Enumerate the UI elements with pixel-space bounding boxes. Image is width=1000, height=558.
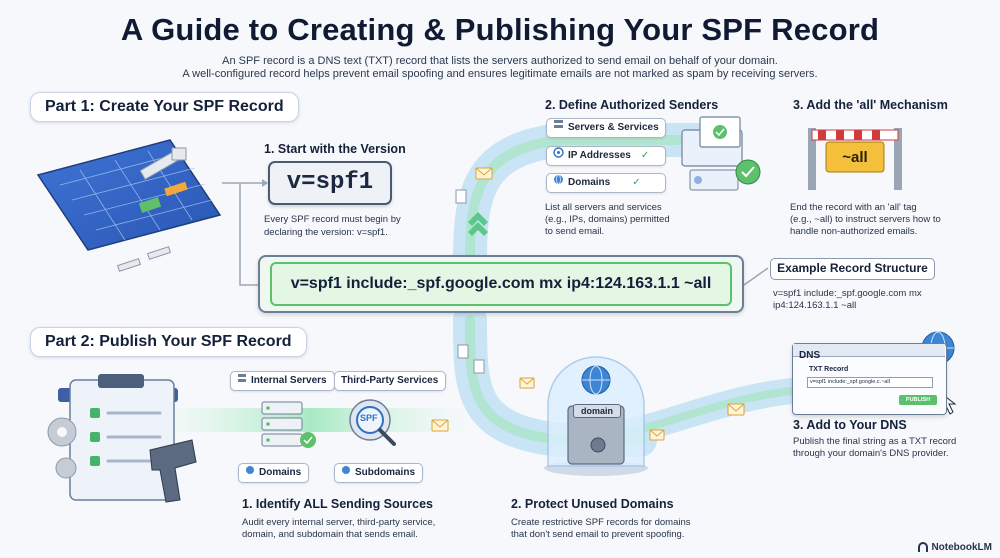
example-record-line1: v=spf1 include:_spf.google.com mx bbox=[773, 288, 922, 299]
source-label-text: Domains bbox=[259, 467, 302, 479]
check-icon: ✓ bbox=[632, 177, 641, 189]
all-tag: ~all bbox=[842, 149, 868, 166]
sender-item-label: Domains bbox=[568, 177, 611, 189]
spf-gear-label: SPF bbox=[360, 413, 378, 423]
brand-name: NotebookLM bbox=[931, 542, 992, 553]
page-subtitle-line1: An SPF record is a DNS text (TXT) record… bbox=[222, 55, 778, 67]
sender-item-servers: Servers & Services bbox=[546, 118, 666, 138]
part2-step1-desc-line2: domain, and subdomain that sends email. bbox=[242, 529, 418, 540]
example-record-title: Example Record Structure bbox=[770, 258, 935, 280]
source-label-text: Internal Servers bbox=[251, 375, 327, 387]
step3-title: 3. Add the 'all' Mechanism bbox=[793, 98, 948, 112]
spf-record-string: v=spf1 include:_spf.google.com mx ip4:12… bbox=[270, 262, 732, 306]
step1-title: 1. Start with the Version bbox=[264, 142, 406, 156]
clipboard-icon bbox=[47, 374, 197, 503]
notebooklm-logo-icon bbox=[918, 542, 929, 553]
source-label-subdomains: Subdomains bbox=[334, 463, 424, 483]
data-stream bbox=[150, 408, 470, 432]
part2-step1-desc-line1: Audit every internal server, third-party… bbox=[242, 517, 436, 528]
step2-desc-line3: to send email. bbox=[545, 226, 605, 237]
part2-step2-desc-line1: Create restrictive SPF records for domai… bbox=[511, 517, 691, 528]
network-icon bbox=[553, 147, 564, 164]
part2-step3-desc-line1: Publish the final string as a TXT record bbox=[793, 436, 957, 447]
vault-icon bbox=[544, 356, 648, 476]
version-tag: v=spf1 bbox=[268, 161, 392, 205]
part2-step3-desc-line2: through your domain's DNS provider. bbox=[793, 448, 949, 459]
chevron-up-icon bbox=[468, 212, 488, 236]
globe-icon bbox=[553, 174, 564, 191]
step3-desc-line3: handle non-authorized emails. bbox=[790, 226, 918, 237]
magnifier-gear-icon bbox=[349, 399, 396, 446]
txt-record-field[interactable]: v=spf1 include:_spf.google.c.~all bbox=[807, 377, 933, 388]
source-label-text: Subdomains bbox=[355, 467, 416, 479]
certificate-icon bbox=[681, 116, 761, 191]
brand-watermark: NotebookLM bbox=[918, 542, 992, 553]
part2-step2-desc-line2: that don't send email to prevent spoofin… bbox=[511, 529, 685, 540]
dns-window-title: DNS bbox=[799, 350, 821, 361]
sender-item-label: IP Addresses bbox=[568, 150, 631, 162]
blueprint-icon bbox=[36, 139, 222, 272]
part2-step2-title: 2. Protect Unused Domains bbox=[511, 497, 674, 511]
source-label-internal: Internal Servers bbox=[230, 371, 335, 391]
vault-domain-label: domain bbox=[573, 404, 621, 418]
txt-record-label: TXT Record bbox=[809, 366, 849, 373]
sender-item-ip: IP Addresses ✓ bbox=[546, 146, 666, 166]
source-label-domains: Domains bbox=[238, 463, 310, 483]
dns-titlebar bbox=[793, 344, 945, 357]
step2-title: 2. Define Authorized Senders bbox=[545, 98, 719, 112]
example-record-line2: ip4:124.163.1.1 ~all bbox=[773, 300, 857, 311]
sender-item-label: Servers & Services bbox=[568, 122, 659, 134]
publish-button[interactable]: PUBLISH bbox=[899, 395, 937, 405]
source-label-third-party: Third-Party Services bbox=[334, 371, 447, 391]
check-icon: ✓ bbox=[640, 150, 650, 162]
step3-desc-line1: End the record with an 'all' tag bbox=[790, 202, 917, 213]
globe-icon bbox=[341, 464, 351, 481]
page-title: A Guide to Creating & Publishing Your SP… bbox=[120, 12, 880, 47]
step1-desc-line2: declaring the version: v=spf1. bbox=[264, 227, 388, 238]
document-icon bbox=[455, 189, 485, 374]
server-icon bbox=[261, 401, 316, 448]
sender-item-domains: Domains ✓ bbox=[546, 173, 666, 193]
dns-window: DNS TXT Record v=spf1 include:_spf.googl… bbox=[792, 343, 947, 415]
step2-desc-line1: List all servers and services bbox=[545, 202, 662, 213]
step1-desc-line1: Every SPF record must begin by bbox=[264, 214, 401, 225]
part2-step1-title: 1. Identify ALL Sending Sources bbox=[242, 497, 434, 511]
step2-desc-line2: (e.g., IPs, domains) permitted bbox=[545, 214, 670, 225]
part1-title: Part 1: Create Your SPF Record bbox=[30, 92, 299, 122]
step3-desc-line2: (e.g., ~all) to instruct servers how to bbox=[790, 214, 941, 225]
part2-title: Part 2: Publish Your SPF Record bbox=[30, 327, 307, 357]
barrier-icon bbox=[808, 128, 902, 190]
part2-step3-title: 3. Add to Your DNS bbox=[793, 418, 907, 432]
server-icon bbox=[553, 119, 564, 136]
server-icon bbox=[237, 372, 247, 389]
connector-lines bbox=[222, 182, 769, 286]
page-subtitle-line2: A well-configured record helps prevent e… bbox=[182, 68, 818, 80]
globe-icon bbox=[245, 464, 255, 481]
